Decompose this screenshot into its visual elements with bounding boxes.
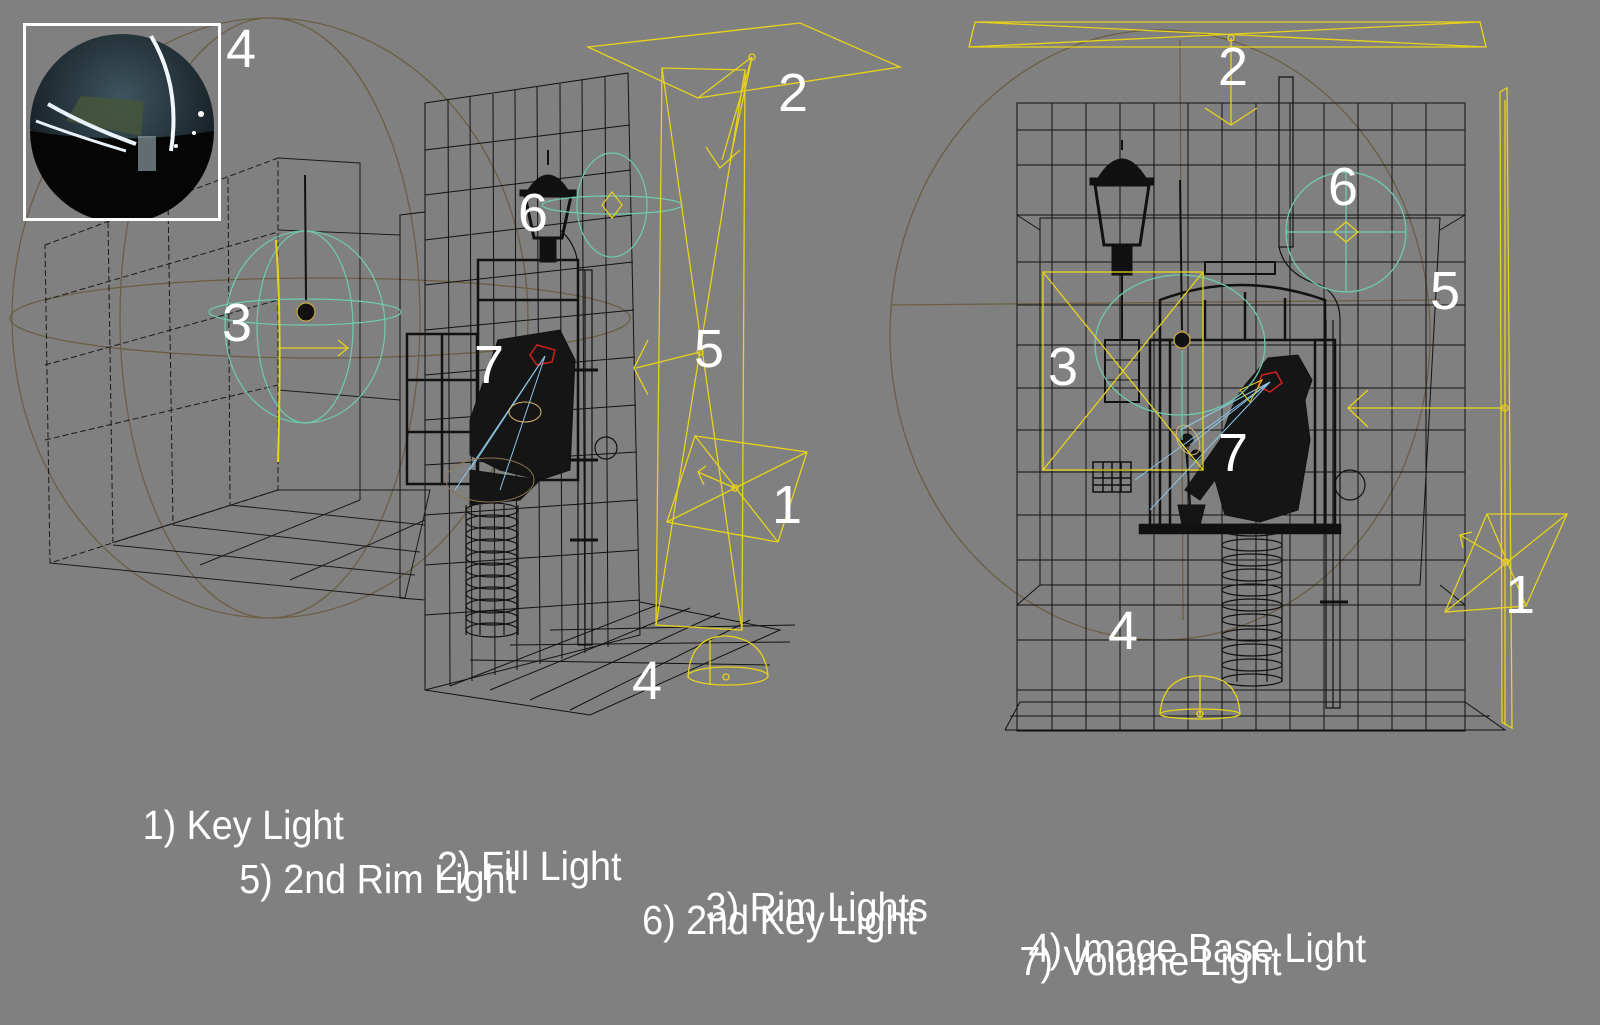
legend-item-fill-light: 2) Fill Light [437,843,622,889]
right-fill-light-gizmo [968,21,1487,126]
right-rim2-light-gizmo [1347,86,1513,730]
left-label-key-light: 1 [772,475,803,535]
left-viewport [9,17,903,716]
right-viewport [889,21,1569,732]
right-label-2nd-rim-light: 5 [1430,261,1461,321]
right-label-image-base-light: 4 [1108,601,1139,661]
lighting-scene-canvas [9,17,1569,732]
legend-item-2nd-rim-light: 5) 2nd Rim Light [239,856,516,902]
hdri-sphere-icon [30,34,214,223]
right-key-light-gizmo [1443,513,1569,613]
right-window [1138,261,1342,535]
hdri-preview-frame [23,23,221,223]
left-rim-light-gizmo [208,174,402,463]
right-vent-grate [1092,461,1132,493]
right-label-fill-light: 2 [1218,37,1249,97]
left-ibl-light-gizmo [687,635,769,686]
left-label-rim-lights: 3 [222,293,253,353]
ibl-dome-gizmo-left [9,17,631,619]
left-lantern [519,150,577,263]
right-lantern [1089,140,1155,403]
legend-item-2nd-key-light: 6) 2nd Key Light [642,897,917,943]
left-label-image-base-light: 4 [632,651,663,711]
right-robot-figure [1184,354,1313,687]
right-ibl-light-gizmo [1159,675,1241,720]
right-drainpipe [1278,76,1366,709]
right-label-volume-light: 7 [1218,423,1249,483]
left-volume-light-gizmo [445,344,556,503]
right-label-key-light: 1 [1505,565,1536,625]
legend-row-2: 5) 2nd Rim Light 6) 2nd Key Light 7) Vol… [0,818,1472,1023]
left-robot-figure [465,329,576,638]
left-rim2-light-gizmo [633,67,746,631]
left-wall-wireframe [399,72,796,716]
left-label-2nd-rim-light: 5 [694,319,725,379]
left-label-fill-light: 2 [778,63,809,123]
right-key2-light-gizmo [1285,171,1407,293]
right-plant-pot [1177,433,1206,526]
hdri-label-4: 4 [226,19,257,79]
right-rim-light-gizmo [1042,179,1266,471]
right-label-2nd-key-light: 6 [1328,157,1359,217]
left-room-wireframe [44,157,431,599]
left-label-2nd-key-light: 6 [518,183,549,243]
legend-item-key-light: 1) Key Light [142,802,344,848]
right-label-rim-lights: 3 [1048,337,1079,397]
left-label-volume-light: 7 [474,335,505,395]
left-key-light-gizmo [666,435,808,543]
legend-item-volume-light: 7) Volume Light [1019,938,1282,984]
